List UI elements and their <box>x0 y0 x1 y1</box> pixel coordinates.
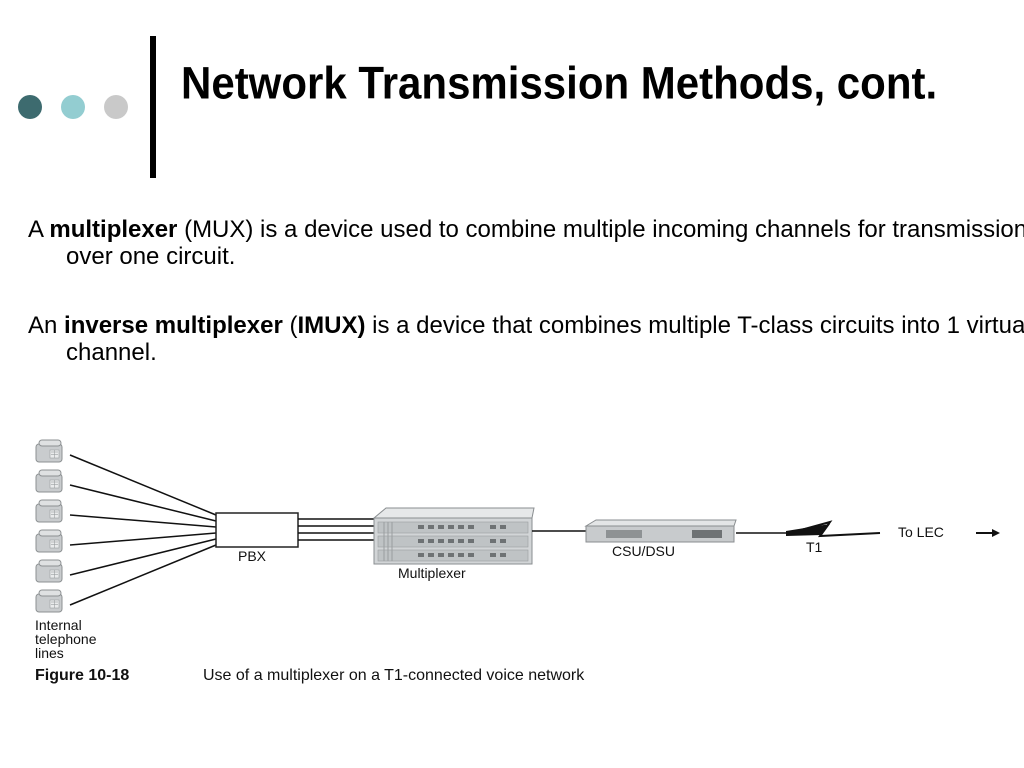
telephone-icon <box>35 559 63 583</box>
decor-dot-dark <box>18 95 42 119</box>
term-imux: IMUX) <box>297 312 366 339</box>
telephone-icon <box>35 589 63 613</box>
title-divider <box>150 36 156 178</box>
para2-mid: ( <box>282 312 298 339</box>
paragraph-inverse-multiplexer: An inverse multiplexer (IMUX) is a devic… <box>28 312 1024 366</box>
internal-lines-label-3: lines <box>35 645 64 661</box>
decor-dot-gray <box>104 95 128 119</box>
paragraph-multiplexer: A multiplexer (MUX) is a device used to … <box>28 216 1024 270</box>
telephone-lines <box>69 454 217 606</box>
telephone-icon <box>35 439 63 463</box>
t1-label: T1 <box>806 539 823 555</box>
term-inverse-multiplexer: inverse multiplexer <box>64 312 283 339</box>
telephone-icon <box>35 499 63 523</box>
term-multiplexer: multiplexer <box>49 216 178 243</box>
multiplexer-device <box>372 507 535 565</box>
pbx-box <box>215 512 299 548</box>
figure-multiplexer-diagram: PBX Multiplexer CSU/DSU T1 To LEC Intern… <box>0 420 1024 710</box>
telephone-icon <box>35 529 63 553</box>
slide-title: Network Transmission Methods, cont. <box>181 57 938 108</box>
figure-caption-text: Use of a multiplexer on a T1-connected v… <box>203 667 585 684</box>
para2-lead: An <box>28 312 65 339</box>
to-lec-label: To LEC <box>898 524 944 540</box>
pbx-label: PBX <box>238 548 267 564</box>
csu-dsu-label: CSU/DSU <box>612 543 675 559</box>
csu-dsu-device <box>584 519 737 543</box>
multiplexer-label: Multiplexer <box>398 565 466 581</box>
t1-link <box>736 520 881 538</box>
telephone-icon <box>35 469 63 493</box>
pbx-mux-lines <box>298 518 376 541</box>
internal-lines-label-2: telephone <box>35 631 97 647</box>
internal-lines-label-1: Internal <box>35 617 82 633</box>
decor-dot-teal <box>61 95 85 119</box>
figure-caption-number: Figure 10-18 <box>35 667 130 684</box>
para2-rest: is a device that combines multiple T-cla… <box>66 312 1024 366</box>
lec-arrow-icon <box>976 529 1000 537</box>
para1-lead: A <box>28 216 50 243</box>
para1-rest: (MUX) is a device used to combine multip… <box>66 216 1024 270</box>
